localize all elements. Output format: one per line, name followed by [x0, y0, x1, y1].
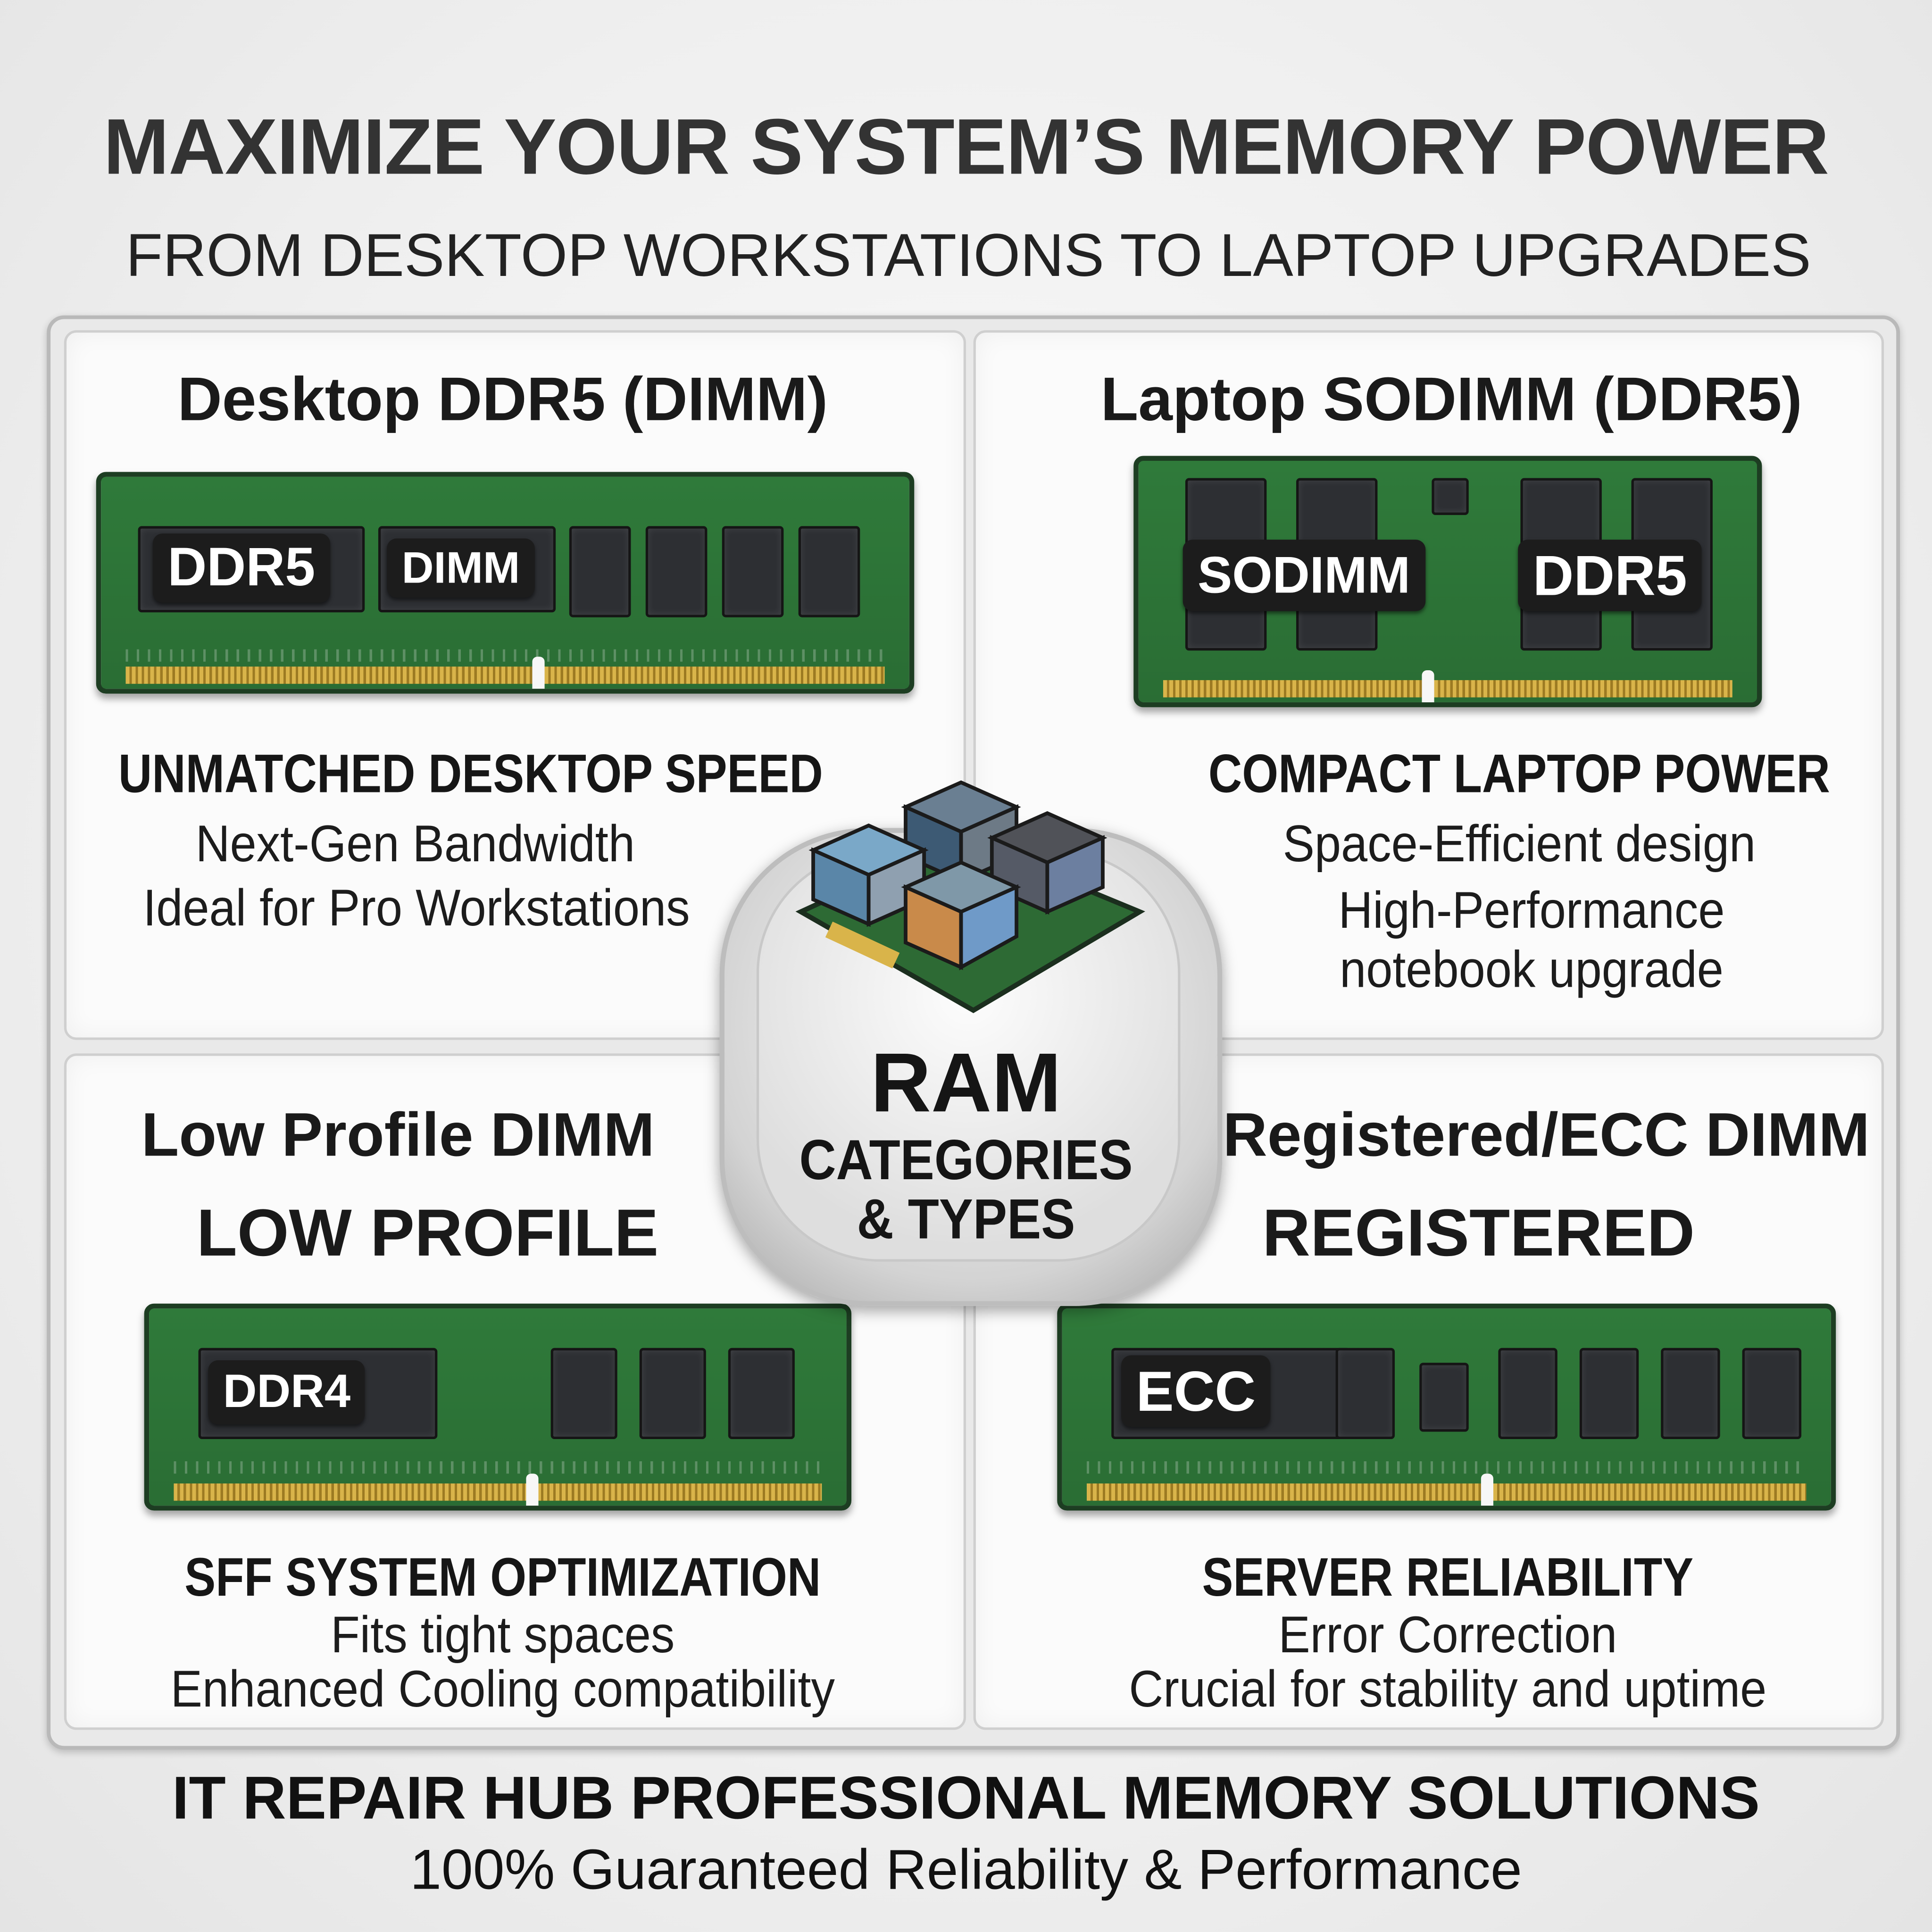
badge-title: RAM [870, 1036, 1062, 1130]
memory-chip [569, 526, 631, 617]
feature-line: High-Performance [1338, 881, 1725, 939]
key-notch [526, 1474, 539, 1506]
feature-line: Fits tight spaces [331, 1605, 675, 1664]
gold-contacts [125, 666, 885, 684]
module-label: DDR4 [208, 1360, 366, 1424]
feature-line: Crucial for stability and uptime [1129, 1659, 1767, 1718]
panel-subtitle: LOW PROFILE [196, 1196, 659, 1271]
gold-contacts [174, 1483, 822, 1501]
pcb-trace [174, 1461, 822, 1474]
memory-chip [1742, 1348, 1802, 1440]
memory-chip [728, 1348, 795, 1440]
feature-heading: UNMATCHED DESKTOP SPEED [118, 744, 823, 805]
feature-line: Ideal for Pro Workstations [143, 878, 690, 937]
memory-chips-icon [795, 780, 1145, 1014]
module-label: ECC [1121, 1355, 1271, 1427]
memory-chip [1335, 1348, 1395, 1440]
memory-chip [1579, 1348, 1639, 1440]
memory-chip [645, 526, 708, 617]
memory-chip [1661, 1348, 1720, 1440]
badge-line: CATEGORIES [799, 1127, 1133, 1191]
module-label: DIMM [387, 538, 535, 598]
feature-heading: SFF SYSTEM OPTIMIZATION [184, 1547, 821, 1608]
pcb-trace [125, 649, 885, 662]
memory-chip [722, 526, 784, 617]
sodimm-module-image: SODIMM DDR5 [1133, 456, 1762, 708]
feature-line: Error Correction [1278, 1605, 1617, 1664]
page-subtitle: FROM DESKTOP WORKSTATIONS TO LAPTOP UPGR… [125, 223, 1811, 290]
panel-title: Desktop DDR5 (DIMM) [177, 365, 828, 434]
spd-chip [1432, 478, 1469, 515]
module-label: SODIMM [1183, 540, 1425, 611]
panel-title: Laptop SODIMM (DDR5) [1100, 365, 1802, 434]
ddr5-dimm-module-image: DDR5 DIMM [96, 472, 915, 694]
memory-chip [1498, 1348, 1557, 1440]
memory-chip [550, 1348, 617, 1440]
footer-subtitle: 100% Guaranteed Reliability & Performanc… [410, 1837, 1522, 1901]
register-chip [1419, 1363, 1469, 1432]
panel-subtitle: REGISTERED [1262, 1196, 1695, 1271]
module-label: DDR5 [1518, 540, 1702, 611]
page-title: MAXIMIZE YOUR SYSTEM’S MEMORY POWER [103, 102, 1829, 191]
key-notch [1422, 670, 1434, 702]
gold-contacts [1163, 680, 1732, 698]
pcb-trace [1086, 1461, 1807, 1474]
memory-chip [639, 1348, 706, 1440]
feature-line: Enhanced Cooling compatibility [170, 1659, 835, 1718]
feature-heading: COMPACT LAPTOP POWER [1208, 744, 1830, 805]
badge-line: & TYPES [857, 1186, 1075, 1251]
feature-line: Next-Gen Bandwidth [195, 814, 635, 873]
ddr4-low-profile-module-image: DDR4 [144, 1303, 852, 1511]
ecc-registered-module-image: ECC [1057, 1303, 1836, 1511]
module-label: DDR5 [152, 533, 330, 603]
key-notch [1481, 1474, 1493, 1506]
footer-title: IT REPAIR HUB PROFESSIONAL MEMORY SOLUTI… [172, 1765, 1760, 1832]
gold-contacts [1086, 1483, 1807, 1501]
feature-line: Space-Efficient design [1282, 814, 1756, 873]
panel-title: Low Profile DIMM [141, 1100, 655, 1169]
memory-chip [798, 526, 860, 617]
feature-heading: SERVER RELIABILITY [1202, 1547, 1694, 1608]
panel-title: Registered/ECC DIMM [1223, 1100, 1870, 1169]
key-notch [532, 657, 545, 689]
feature-line: notebook upgrade [1340, 940, 1724, 998]
